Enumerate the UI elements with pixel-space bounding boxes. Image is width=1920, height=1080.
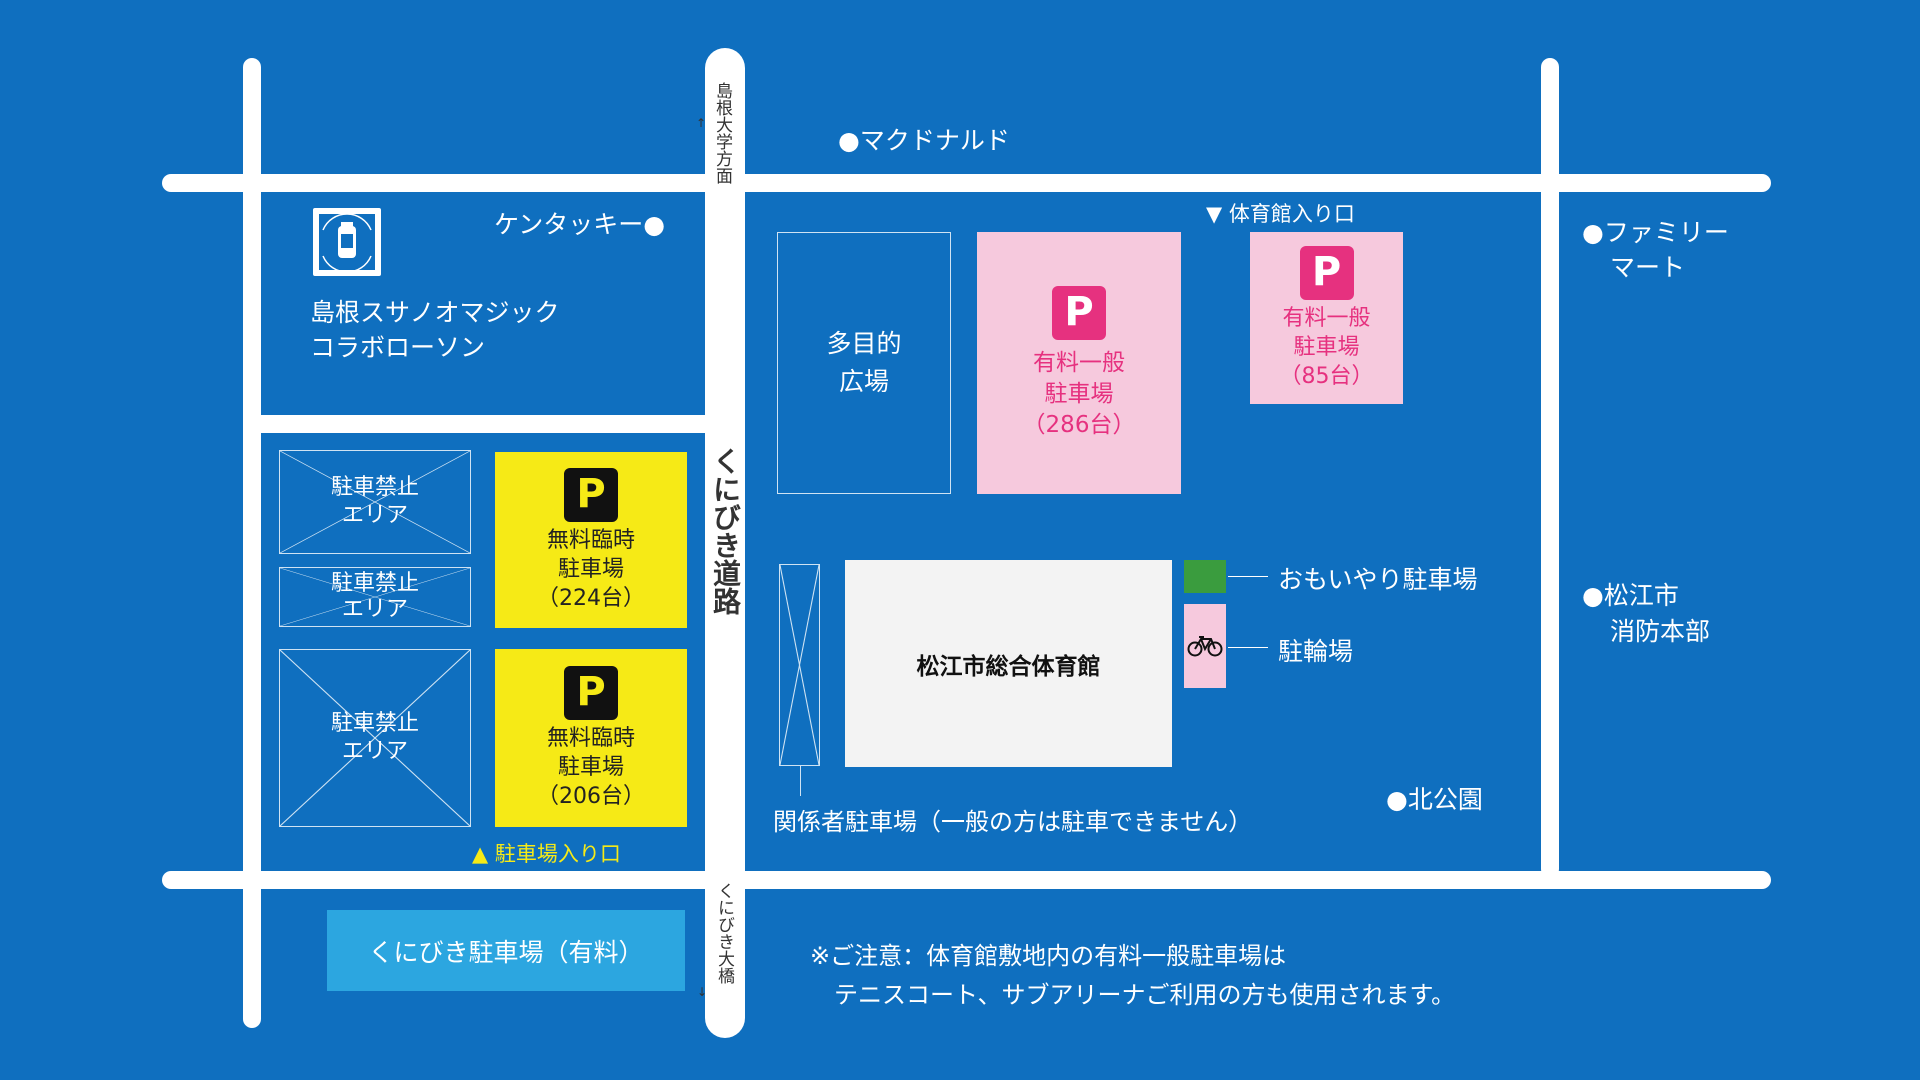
arrow-up-icon: ↑ xyxy=(696,116,707,130)
kentucky-label: ケンタッキー● xyxy=(494,210,666,239)
fire-dept-label-line1: ●松江市 xyxy=(1582,581,1679,610)
free-lot-206-line2: 駐車場 xyxy=(557,754,624,780)
parking-p-icon: P xyxy=(1052,285,1106,340)
paid-lot-85-line2: 駐車場 xyxy=(1293,334,1360,360)
free-parking-lot-206: P 無料臨時 駐車場 （206台） xyxy=(495,649,687,827)
plaza-label-line2: 広場 xyxy=(838,367,889,396)
no-parking-3-line2: エリア xyxy=(341,739,408,764)
lawson-label-line1: 島根スサノオマジック xyxy=(310,298,560,327)
plaza-label-line1: 多目的 xyxy=(826,329,902,358)
parking-p-icon: P xyxy=(1299,245,1354,300)
no-parking-2-line2: エリア xyxy=(341,597,408,622)
road-label-kunibiki-bridge: くにびき大橋 xyxy=(714,882,734,984)
road-south-horizontal xyxy=(162,871,1771,889)
paid-lot-85-count: （85台） xyxy=(1279,363,1374,389)
bicycle-icon xyxy=(1187,636,1223,657)
paid-lot-85-line1: 有料一般 xyxy=(1282,305,1371,331)
omoiyari-leader-line xyxy=(1228,576,1268,577)
staff-parking-area xyxy=(779,564,820,766)
paid-parking-lot-85: P 有料一般 駐車場 （85台） xyxy=(1250,232,1403,404)
bicycle-parking-label: 駐輪場 xyxy=(1278,637,1354,666)
road-label-shimane-univ: 島根大学方面 xyxy=(712,82,732,184)
kunibiki-parking-lot: くにびき駐車場（有料） xyxy=(327,910,685,991)
paid-parking-lot-286: P 有料一般 駐車場 （286台） xyxy=(977,232,1181,494)
no-parking-2-line1: 駐車禁止 xyxy=(330,571,419,596)
free-lot-206-line1: 無料臨時 xyxy=(546,725,635,751)
bicycle-leader-line xyxy=(1228,647,1268,648)
lawson-label-line2: コラボローソン xyxy=(310,333,486,362)
matsue-general-gymnasium: 松江市総合体育館 xyxy=(845,560,1172,767)
kunibiki-parking-label: くにびき駐車場（有料） xyxy=(368,937,644,967)
staff-parking-label: 関係者駐車場（一般の方は駐車できません） xyxy=(773,808,1253,836)
parking-p-icon: P xyxy=(564,467,618,522)
lawson-logo-icon xyxy=(313,208,381,276)
omoiyari-parking-area xyxy=(1184,560,1226,593)
free-parking-lot-224: P 無料臨時 駐車場 （224台） xyxy=(495,452,687,628)
road-middle-horizontal xyxy=(252,415,722,433)
road-west-vertical xyxy=(243,58,261,1028)
road-label-kunibiki-road: くにびき道路 xyxy=(709,447,742,615)
parking-entrance-label: ▲ 駐車場入り口 xyxy=(472,842,621,866)
parking-p-icon: P xyxy=(564,665,618,720)
free-lot-206-count: （206台） xyxy=(537,783,645,809)
gym-entrance-label: ▼ 体育館入り口 xyxy=(1206,202,1355,226)
free-lot-224-line2: 駐車場 xyxy=(557,556,624,582)
multipurpose-plaza: 多目的 広場 xyxy=(777,232,951,494)
no-parking-area-3: 駐車禁止 エリア xyxy=(279,649,471,827)
free-lot-224-count: （224台） xyxy=(537,585,645,611)
notice-line2: テニスコート、サブアリーナご利用の方も使用されます。 xyxy=(810,981,1456,1009)
paid-lot-286-count: （286台） xyxy=(1022,411,1136,438)
no-parking-1-line1: 駐車禁止 xyxy=(330,475,419,500)
familymart-label-line1: ●ファミリー xyxy=(1582,218,1729,247)
staff-parking-leader-line xyxy=(800,766,801,796)
fire-dept-label-line2: 消防本部 xyxy=(1610,617,1711,646)
no-parking-3-line1: 駐車禁止 xyxy=(330,711,419,736)
no-parking-area-1: 駐車禁止 エリア xyxy=(279,450,471,554)
north-park-label: ●北公園 xyxy=(1386,785,1483,814)
notice-line1: ※ご注意：体育館敷地内の有料一般駐車場は xyxy=(810,942,1287,970)
bicycle-parking-area xyxy=(1184,604,1226,688)
mcdonalds-label: ●マクドナルド xyxy=(838,126,1010,155)
road-east-vertical xyxy=(1541,58,1559,878)
no-parking-1-line2: エリア xyxy=(341,503,408,528)
no-parking-area-2: 駐車禁止 エリア xyxy=(279,567,471,627)
arrow-down-icon: ↓ xyxy=(697,985,708,999)
free-lot-224-line1: 無料臨時 xyxy=(546,527,635,553)
paid-lot-286-line2: 駐車場 xyxy=(1044,380,1114,407)
familymart-label-line2: マート xyxy=(1610,253,1686,282)
omoiyari-parking-label: おもいやり駐車場 xyxy=(1278,565,1478,594)
road-north-horizontal xyxy=(162,174,1771,192)
gym-label: 松江市総合体育館 xyxy=(916,653,1101,680)
paid-lot-286-line1: 有料一般 xyxy=(1033,349,1125,376)
